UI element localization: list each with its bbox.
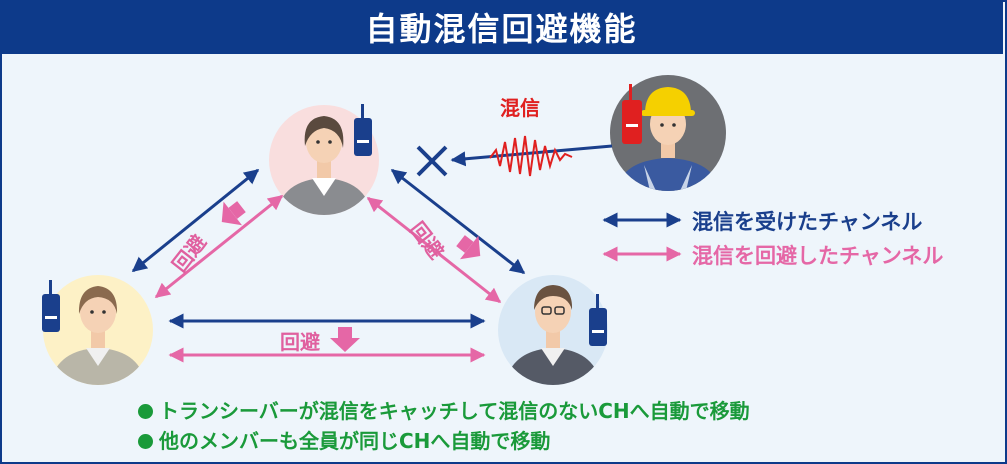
bullet-dot-icon <box>138 404 153 419</box>
radio-icon <box>589 294 607 346</box>
shift-arrow-left <box>221 201 246 226</box>
avoid-label-bottom: 回避 <box>280 330 320 354</box>
radio-icon <box>622 84 642 144</box>
radio-icon <box>354 104 372 156</box>
bullet-text: 他のメンバーも全員が同じCHへ自動で移動 <box>159 429 551 453</box>
interference-label: 混信 <box>500 96 540 120</box>
bullet-item: 他のメンバーも全員が同じCHへ自動で移動 <box>138 425 550 454</box>
legend-received: 混信を受けたチャンネル <box>692 206 922 236</box>
person-right <box>498 275 608 385</box>
radio-icon <box>42 280 60 332</box>
worker-interference-source <box>610 75 726 191</box>
interference-signal: 混信 <box>416 96 613 177</box>
bullet-dot-icon <box>138 434 153 449</box>
bullet-item: トランシーバーが混信をキャッチして混信のないCHへ自動で移動 <box>138 395 750 424</box>
person-left <box>42 275 153 385</box>
blocked-x-icon <box>416 145 448 177</box>
page-title: 自動混信回避機能 <box>365 10 638 48</box>
shift-arrow-right <box>456 235 481 260</box>
person-top <box>269 104 379 215</box>
shift-arrow-bottom <box>330 327 360 352</box>
bullet-text: トランシーバーが混信をキャッチして混信のないCHへ自動で移動 <box>159 399 750 423</box>
legend-avoided: 混信を回避したチャンネル <box>692 240 943 270</box>
legend-received-label: 混信を受けたチャンネル <box>692 210 923 234</box>
title-bar: 自動混信回避機能 <box>0 0 1003 54</box>
legend-avoided-label: 混信を回避したチャンネル <box>692 244 944 268</box>
channel-arrows <box>131 168 526 363</box>
